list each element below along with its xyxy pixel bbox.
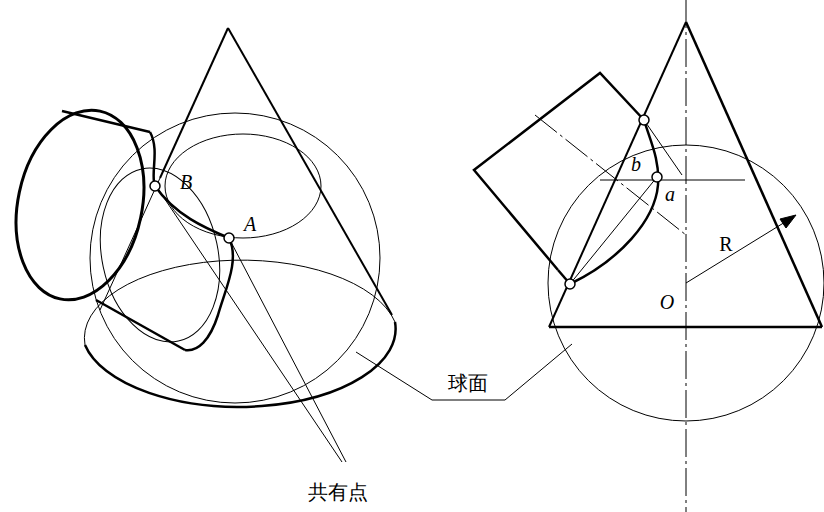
sphere-outline: [90, 113, 380, 403]
section-circle: [165, 134, 321, 238]
axis-line: [686, 0, 687, 512]
section-line: [570, 177, 657, 284]
radius-line: [686, 219, 790, 283]
arrowhead: [780, 215, 796, 228]
cylinder-generator: [62, 111, 150, 132]
leader-line: [356, 344, 572, 400]
leader-line: [158, 189, 342, 462]
cone-base-front: [85, 322, 396, 407]
cylinder-outline: [474, 73, 644, 270]
cone-outline: [686, 22, 822, 327]
sphere-outline: [548, 145, 824, 421]
point-label: O: [660, 292, 674, 312]
leader-line: [231, 242, 346, 462]
point-marker: [565, 279, 575, 289]
point-label: B: [180, 172, 192, 192]
cylinder-outline-hidden: [644, 120, 682, 175]
intersection-curve: [570, 120, 658, 284]
callout-label: 球面: [446, 373, 490, 393]
point-marker: [150, 181, 160, 191]
point-label: b: [631, 154, 641, 174]
intersection-curve: [150, 132, 233, 350]
cone-outline: [549, 22, 686, 327]
cylinder-generator: [96, 300, 185, 350]
point-marker: [224, 233, 234, 243]
cylinder-axis: [535, 115, 686, 235]
cone-generator: [160, 28, 228, 178]
point-marker: [652, 172, 662, 182]
dimension-label: R: [719, 234, 732, 254]
point-label: A: [244, 214, 256, 234]
section-circle: [85, 157, 235, 353]
cylinder-end: [0, 98, 161, 312]
point-label: a: [665, 184, 675, 204]
cone-base-back: [84, 260, 395, 345]
cone-base: [549, 326, 822, 329]
callout-label: 共有点: [306, 482, 370, 502]
cone-generator: [228, 28, 392, 315]
point-marker: [639, 115, 649, 125]
section-line: [600, 180, 745, 181]
